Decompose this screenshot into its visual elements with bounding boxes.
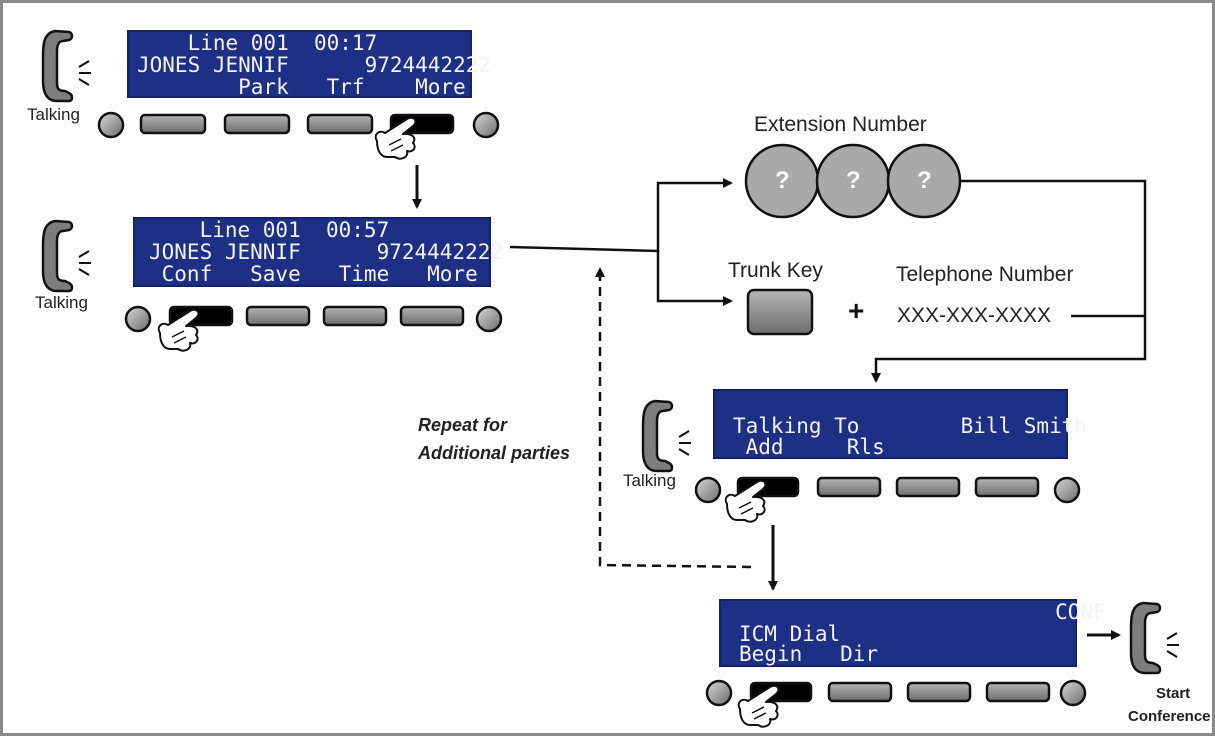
handset-icon (1129, 601, 1181, 675)
repeat-arrow (595, 267, 752, 569)
soft-key[interactable] (322, 305, 388, 327)
soft-key[interactable] (139, 113, 207, 135)
repeat-note-line-1: Repeat for (418, 415, 508, 435)
talking-label: Talking (35, 293, 88, 312)
plus-sign: + (848, 295, 865, 326)
question-mark: ? (917, 167, 932, 194)
display-line-3: Begin Dir (739, 642, 879, 666)
display-line-3: Park Trf More (137, 75, 466, 99)
phone-display-1: Line 001 00:17 JONES JENNIF 9724442222 P… (127, 30, 491, 99)
trunk-key-label: Trunk Key (728, 259, 823, 282)
arrow-to-extension (509, 178, 733, 253)
handset-icon (41, 29, 93, 103)
soft-key[interactable] (895, 476, 961, 498)
telephone-number-pattern: XXX-XXX-XXXX (897, 304, 1052, 327)
dial-circle (886, 143, 962, 219)
question-mark: ? (846, 167, 861, 194)
display-line-3: Conf Save Time More (149, 262, 478, 286)
round-button[interactable] (694, 476, 722, 504)
soft-key[interactable] (399, 305, 465, 327)
display-line-1: CONF (739, 600, 1106, 624)
soft-key[interactable] (974, 476, 1040, 498)
round-button[interactable] (97, 111, 125, 139)
display-line-1: Line 001 00:17 (137, 31, 378, 55)
talking-label: Talking (27, 105, 80, 124)
phone-display-2: Line 001 00:57 JONES JENNIF 9724442222 C… (133, 217, 503, 287)
handset-icon (641, 399, 693, 473)
round-button[interactable] (475, 305, 503, 333)
start-conference-line-1: Start (1156, 685, 1191, 702)
display-line-2: JONES JENNIF 9724442222 (137, 53, 492, 77)
soft-key[interactable] (906, 681, 972, 703)
soft-key[interactable] (223, 113, 291, 135)
telephone-number-label: Telephone Number (896, 263, 1074, 286)
round-button[interactable] (705, 679, 733, 707)
phone-display-4: CONF ICM Dial Begin Dir (719, 599, 1106, 667)
round-button[interactable] (124, 305, 152, 333)
phone-display-3: Talking To Bill Smith Add Rls (713, 389, 1087, 459)
handset-icon (41, 219, 93, 293)
soft-key[interactable] (985, 681, 1051, 703)
soft-key[interactable] (816, 476, 882, 498)
round-button[interactable] (1059, 679, 1087, 707)
talking-label: Talking (623, 471, 676, 490)
round-button[interactable] (472, 111, 500, 139)
arrow-to-talking-screen (871, 179, 1147, 383)
soft-key[interactable] (827, 681, 893, 703)
diagram-graphics (41, 29, 1181, 728)
display-line-1: Line 001 00:57 (149, 218, 390, 242)
display-line-3: Add Rls (733, 435, 885, 459)
round-button[interactable] (1053, 476, 1081, 504)
extension-number-label: Extension Number (754, 113, 927, 136)
soft-key[interactable] (245, 305, 311, 327)
start-conference-line-2: Conference (1128, 708, 1211, 725)
soft-key[interactable] (306, 113, 374, 135)
display-line-2: ICM Dial (739, 622, 841, 646)
display-line-2: JONES JENNIF 9724442222 (149, 240, 504, 264)
question-mark: ? (775, 167, 790, 194)
repeat-note-line-2: Additional parties (418, 443, 571, 463)
display-line-2: Talking To Bill Smith (733, 414, 1088, 438)
trunk-key-button (746, 288, 814, 336)
arrow-to-trunk (656, 251, 733, 306)
